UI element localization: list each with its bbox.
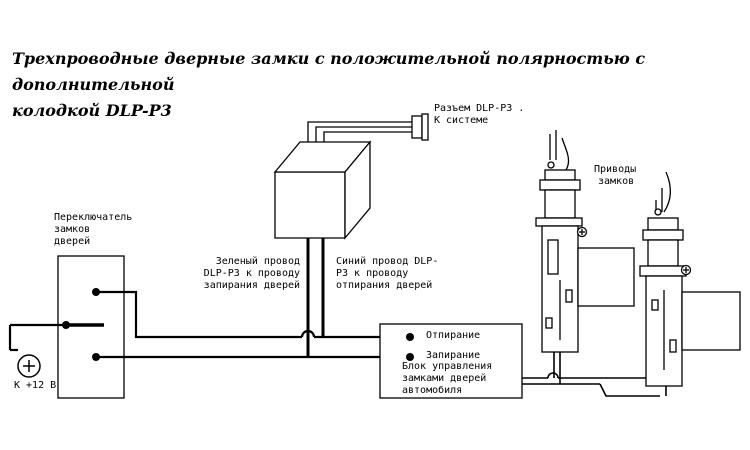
switch-label-line-2: замков: [54, 224, 91, 235]
dlp-p3-module: [273, 140, 372, 240]
actuator-1: [535, 130, 635, 353]
green-wire-label-line-1: Зеленый провод: [215, 256, 300, 267]
green-wire-label-line-2: DLP-P3 к проводу: [203, 268, 300, 279]
actuator-wires: [522, 352, 667, 397]
title-line-1: Трехпроводные дверные замки с положитель…: [12, 49, 646, 94]
switch-label-line-3: дверей: [54, 236, 91, 247]
blue-wire-label-line-1: Синий провод DLP-: [336, 256, 439, 267]
connector-cable: [307, 121, 412, 142]
control-unit-label-line-2: замками дверей: [402, 373, 487, 384]
unlock-label: Отпирание: [426, 330, 481, 341]
actuators-label-line-1: Приводы: [594, 164, 637, 175]
terminals: [62, 288, 414, 361]
connector-label-line-1: Разъем DLP-P3 .: [434, 103, 525, 114]
title-line-2: колодкой DLP-P3: [12, 101, 172, 120]
dlp-wires: [306, 238, 325, 357]
actuator-2: [639, 171, 741, 387]
control-unit-label-line-3: автомобиля: [402, 385, 463, 396]
switch-label-line-1: Переключатель: [54, 212, 133, 223]
green-wire-label-line-3: запирания дверей: [203, 280, 300, 291]
connector-label-line-2: К системе: [434, 115, 489, 126]
control-unit-label-line-1: Блок управления: [402, 361, 493, 372]
blue-wire-label-line-2: P3 к проводу: [336, 268, 409, 279]
power-terminal: [17, 354, 41, 378]
control-unit: [379, 323, 523, 399]
diagram-title: Трехпроводные дверные замки с положитель…: [12, 46, 742, 124]
connector-plug: [411, 113, 429, 141]
connector-label: Разъем DLP-P3 .К системе: [434, 103, 524, 127]
blue-wire-label-line-3: отпирания дверей: [336, 280, 433, 291]
power-label: К +12 В: [14, 380, 57, 391]
switch-wires: [8, 290, 410, 359]
actuators-label-line-2: замков: [598, 176, 635, 187]
lock-label: Запирание: [426, 350, 481, 361]
